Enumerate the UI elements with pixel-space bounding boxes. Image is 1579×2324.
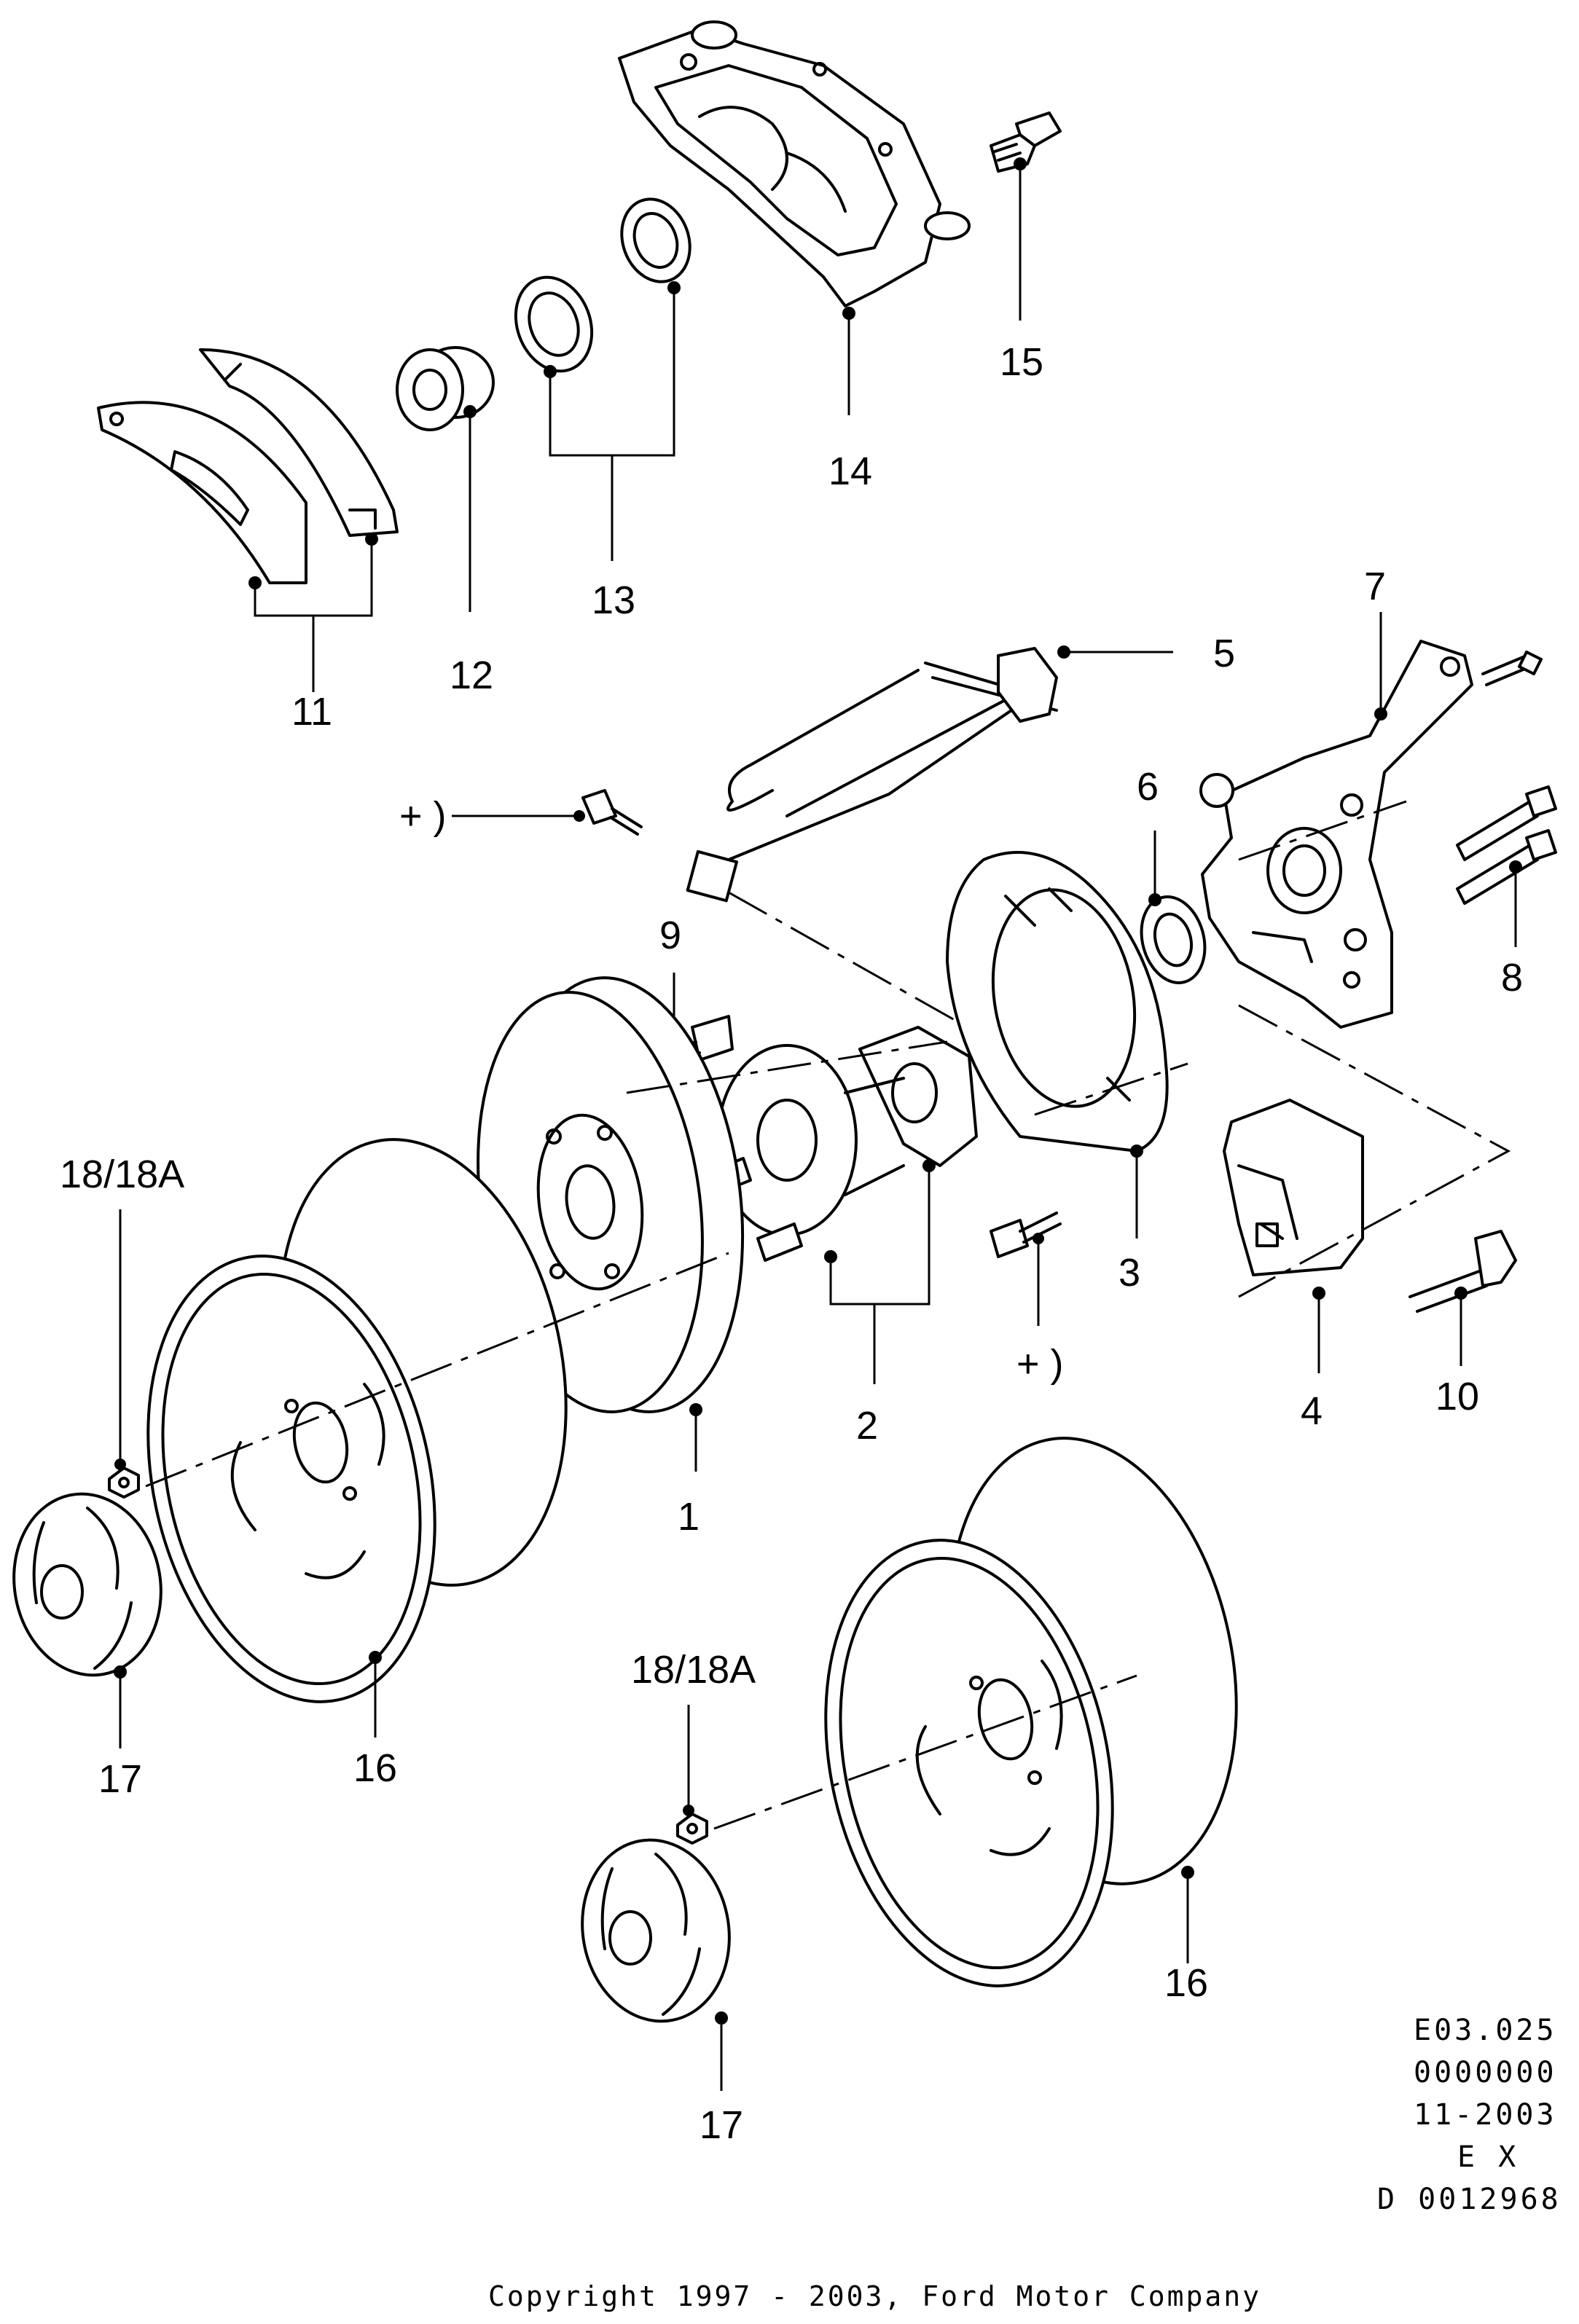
callout-17-lower: 17 — [700, 2103, 743, 2147]
part-14-caliper-carrier — [618, 20, 971, 307]
part-18-nut-lower — [676, 1813, 708, 1845]
ref-line-3: 11-2003 — [1414, 2098, 1557, 2132]
callout-7: 7 — [1364, 565, 1386, 608]
assembly-center-lines — [145, 800, 1511, 1830]
callout-5: 5 — [1213, 632, 1235, 675]
ref-line-2: 0000000 — [1414, 2056, 1557, 2089]
callout-11: 11 — [291, 690, 332, 734]
callout-14: 14 — [828, 450, 872, 493]
plus-marker-lower: + ) — [1016, 1342, 1064, 1386]
ref-line-5: D 0012968 0 — [1377, 2183, 1579, 2216]
callout-8: 8 — [1501, 956, 1523, 1000]
callout-18-upper: 18/18A — [60, 1153, 184, 1196]
callout-3: 3 — [1118, 1251, 1140, 1295]
part-3-dust-shield — [946, 851, 1169, 1153]
ref-line-4: E X — [1457, 2140, 1519, 2174]
ref-line-1: E03.025 — [1414, 2014, 1557, 2047]
part-17-hubcap-lower — [581, 1838, 731, 2023]
callout-13: 13 — [592, 578, 635, 622]
callout-16-upper: 16 — [353, 1746, 397, 1790]
callout-10: 10 — [1435, 1375, 1479, 1418]
screw-upper — [581, 789, 643, 836]
callout-4: 4 — [1301, 1389, 1323, 1433]
callout-9: 9 — [659, 914, 681, 957]
callout-15: 15 — [1000, 340, 1043, 384]
part-4-brake-caliper — [1223, 1099, 1364, 1276]
part-17-hubcap-upper — [12, 1492, 162, 1677]
part-11-brake-shoes — [97, 348, 399, 584]
part-1-brake-disc — [477, 976, 745, 1413]
knuckle-bolt-small — [1481, 651, 1543, 686]
part-16-wheel-lower — [824, 1437, 1238, 1987]
callout-18-lower: 18/18A — [631, 1648, 756, 1692]
callout-16-lower: 16 — [1164, 1961, 1208, 2005]
part-7-steering-knuckle — [1199, 640, 1473, 1029]
callout-17-upper: 17 — [98, 1757, 142, 1801]
part-2-hub — [705, 1026, 978, 1262]
part-12-bushing — [396, 346, 495, 431]
callout-6: 6 — [1137, 765, 1159, 809]
part-16-wheel-upper — [146, 1138, 568, 1703]
part-18-nut-upper — [108, 1467, 140, 1499]
copyright-text: Copyright 1997 - 2003, Ford Motor Compan… — [488, 2280, 1261, 2312]
part-13-bearing-set — [514, 197, 691, 373]
part-8-bolts — [1456, 785, 1557, 905]
reference-block: E03.025 0000000 11-2003 E X D 0012968 0 — [1377, 2014, 1579, 2216]
callout-12: 12 — [450, 653, 493, 697]
callout-2: 2 — [856, 1404, 878, 1448]
plus-marker-upper: + ) — [399, 794, 447, 838]
screw-lower — [990, 1212, 1062, 1258]
callout-1: 1 — [678, 1495, 700, 1539]
part-10-guide-bolt — [1408, 1230, 1517, 1313]
part-5-abs-sensor-harness — [686, 647, 1058, 903]
part-6-seal — [1140, 895, 1207, 984]
